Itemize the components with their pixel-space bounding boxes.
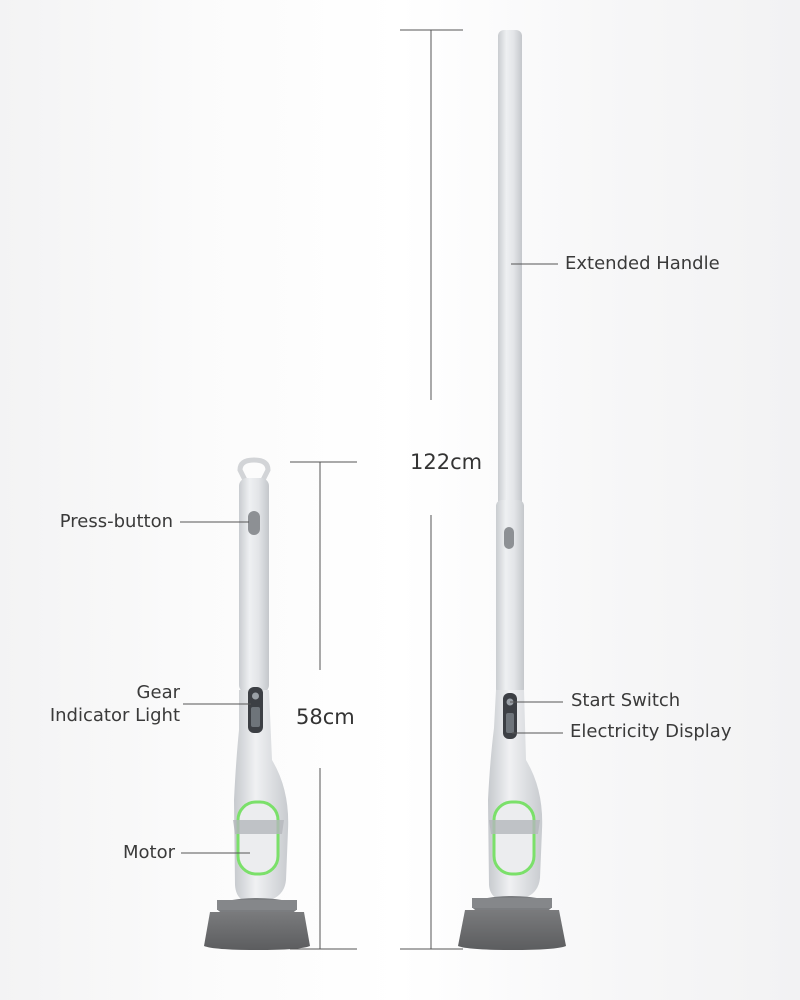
short-dimension-line [290, 461, 357, 950]
long-brush-cap [472, 898, 552, 908]
long-motor-housing [492, 800, 536, 876]
short-scrubber [204, 457, 310, 950]
long-dimension-label: 122cm [410, 450, 483, 474]
short-dimension-label: 58cm [296, 705, 355, 729]
press-button-label: Press-button [59, 511, 173, 532]
press-button [248, 511, 260, 535]
start-switch-label: Start Switch [571, 690, 681, 711]
motor-label: Motor [122, 842, 175, 863]
hanging-loop [237, 457, 271, 485]
long-motor-band [489, 820, 540, 834]
short-brush-cap [217, 900, 297, 910]
electricity-display [506, 713, 514, 733]
callout-leaders [180, 263, 563, 854]
short-brush-bristles [204, 912, 310, 950]
electricity-display-label: Electricity Display [570, 721, 732, 742]
long-brush-bristles [458, 910, 566, 950]
gear-indicator-dot [252, 692, 259, 700]
extended-handle-pole [498, 30, 522, 510]
long-handle-lower [496, 500, 524, 695]
long-press-button [504, 527, 514, 549]
gear-label-line1: Gear [136, 682, 180, 703]
gear-digits [251, 707, 260, 727]
motor-band [233, 820, 284, 834]
short-handle [239, 478, 269, 693]
long-dimension-line [400, 29, 463, 950]
motor-housing [236, 800, 280, 876]
long-scrubber [458, 30, 566, 950]
extended-handle-label: Extended Handle [565, 253, 720, 274]
gear-label-line2: Indicator Light [49, 705, 180, 726]
